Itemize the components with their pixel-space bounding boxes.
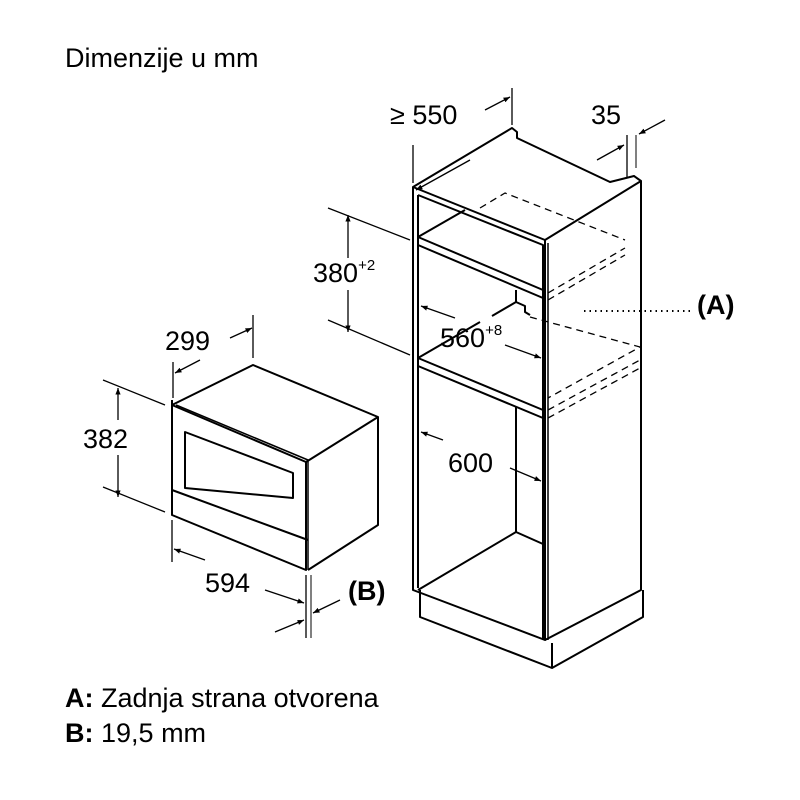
- dim-appliance-height: 382: [83, 424, 129, 454]
- marker-a: (A): [697, 292, 734, 319]
- legend-text: 19,5 mm: [101, 718, 207, 748]
- dim-niche-height: 380+2: [313, 257, 376, 288]
- diagram-title: Dimenzije u mm: [65, 43, 259, 73]
- niche-hidden-lines: [479, 192, 641, 419]
- niche-height-value: 380: [313, 258, 359, 288]
- niche-width-tolerance: +8: [485, 322, 503, 339]
- dim-cabinet-depth: ≥ 550: [390, 100, 458, 130]
- dim-appliance-width: 594: [205, 568, 251, 598]
- legend-item-a: A: Zadnja strana otvorena: [65, 685, 379, 712]
- legend-item-b: B: 19,5 mm: [65, 720, 206, 747]
- marker-a-label: (A): [697, 290, 735, 320]
- dim-offset-35: 35: [591, 100, 622, 130]
- dim-niche-width: 560+8: [440, 322, 503, 353]
- dim-cabinet-width: 600: [448, 448, 494, 478]
- legend-text: Zadnja strana otvorena: [101, 683, 379, 713]
- niche-width-value: 560: [440, 323, 486, 353]
- microwave: [171, 364, 379, 571]
- dim-appliance-depth: 299: [165, 326, 211, 356]
- legend-key: A:: [65, 683, 94, 713]
- marker-b: (B): [348, 576, 386, 606]
- tall-cabinet: [412, 127, 644, 669]
- dimension-lines: [102, 88, 690, 638]
- niche-height-tolerance: +2: [358, 257, 376, 274]
- legend-key: B:: [65, 718, 94, 748]
